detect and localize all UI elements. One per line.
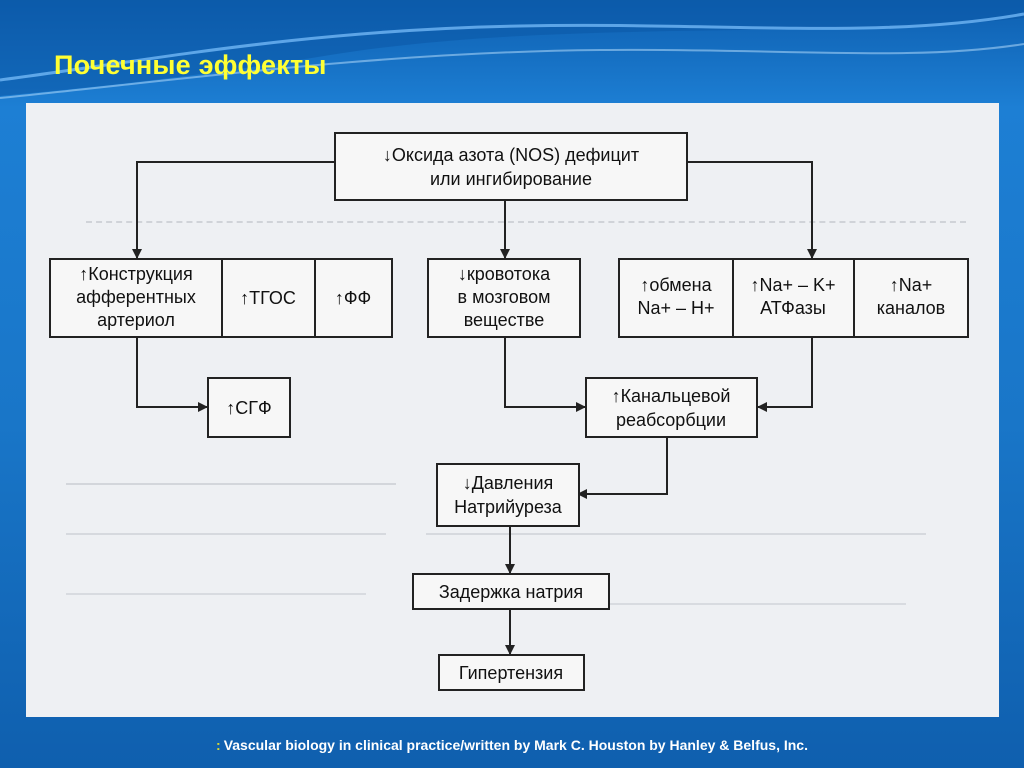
node-channels-line-2: каналов <box>877 298 946 318</box>
arrow-blood-flow-to-reabsorption <box>504 337 586 412</box>
node-pressure: ↓Давления Натрийуреза <box>436 463 580 527</box>
ghost-line <box>426 533 926 543</box>
slide-title: Почечные эффекты <box>54 50 327 80</box>
connectors <box>132 161 817 655</box>
footer-text: Vascular biology in clinical practice/wr… <box>223 737 808 753</box>
node-reabsorption: ↑Канальцевой реабсорбции <box>585 377 758 438</box>
arrow-nos-to-atpase <box>687 161 817 259</box>
node-sodium-retention: Задержка натрия <box>412 573 610 610</box>
slide-footer-citation: :Vascular biology in clinical practice/w… <box>0 737 1024 753</box>
node-sgf: ↑СГФ <box>207 377 291 438</box>
diagram-panel: ↓Оксида азота (NOS) дефицит или ингибиро… <box>26 103 999 717</box>
node-hypertension-label: Гипертензия <box>459 663 563 683</box>
node-hypertension: Гипертензия <box>438 654 585 691</box>
ghost-line <box>66 533 386 543</box>
ghost-line <box>66 483 396 493</box>
node-nos-deficit-line-2: или ингибирование <box>430 169 592 189</box>
footer-mark: : <box>216 737 221 753</box>
node-nos-deficit-line-1: ↓Оксида азота (NOS) дефицит <box>383 145 639 165</box>
node-constriction-line-1: ↑Конструкция <box>79 264 192 284</box>
node-constriction-line-2: афферентных <box>76 287 196 307</box>
node-blood-flow: ↓кровотока в мозговом веществе <box>427 258 581 338</box>
arrow-nos-to-constriction <box>132 161 335 259</box>
node-reabsorption-line-2: реабсорбции <box>616 410 726 430</box>
arrow-constriction-to-sgf <box>136 337 208 412</box>
ghost-line <box>66 593 366 603</box>
node-exchange-line-1: ↑обмена <box>640 275 712 295</box>
node-channels-line-1: ↑Na+ <box>890 275 933 295</box>
node-tgos: ↑ТГОС <box>240 288 296 308</box>
node-constriction-line-3: артериол <box>97 310 175 330</box>
node-pressure-line-2: Натрийуреза <box>454 497 563 517</box>
node-reabsorption-line-1: ↑Канальцевой <box>612 386 731 406</box>
node-blood-flow-line-1: ↓кровотока <box>458 264 551 284</box>
flow-diagram: ↓Оксида азота (NOS) дефицит или ингибиро… <box>49 132 969 691</box>
arrow-transport-to-reabsorption <box>757 337 813 412</box>
ghost-line <box>426 603 906 613</box>
node-group-left: ↑Конструкция афферентных артериол ↑ТГОС … <box>49 258 393 338</box>
node-sodium-retention-label: Задержка натрия <box>439 582 583 602</box>
node-atpase-line-2: АТФазы <box>760 298 826 318</box>
arrow-reabsorption-to-pressure <box>577 437 668 499</box>
node-blood-flow-line-2: в мозговом <box>458 287 551 307</box>
ghost-line <box>86 221 966 231</box>
node-group-right: ↑обмена Na+ – H+ ↑Na+ – K+ АТФазы ↑Na+ к… <box>618 258 969 338</box>
node-nos-deficit: ↓Оксида азота (NOS) дефицит или ингибиро… <box>334 132 688 201</box>
node-sgf-label: ↑СГФ <box>226 398 271 418</box>
node-ff: ↑ФФ <box>335 288 371 308</box>
node-blood-flow-line-3: веществе <box>464 310 545 330</box>
header-wave-decoration <box>0 0 1024 99</box>
node-exchange-line-2: Na+ – H+ <box>637 298 714 318</box>
node-atpase-line-1: ↑Na+ – K+ <box>750 275 835 295</box>
node-pressure-line-1: ↓Давления <box>463 473 554 493</box>
